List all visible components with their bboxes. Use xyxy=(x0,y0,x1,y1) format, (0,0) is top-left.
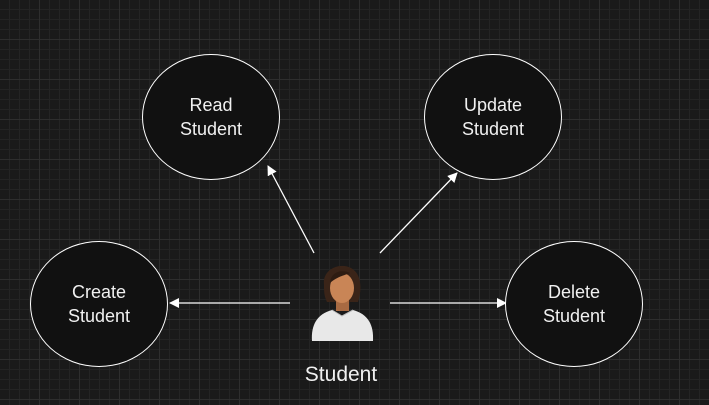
node-label-line: Update xyxy=(463,95,523,115)
node-label-line: Delete xyxy=(547,282,601,302)
person-avatar-icon[interactable] xyxy=(306,263,378,343)
actor-label: Student xyxy=(304,363,378,386)
node-label-line: Read xyxy=(189,95,233,115)
edge-actor-to-update xyxy=(379,172,458,254)
node-label: Delete Student xyxy=(543,280,605,328)
node-read-student[interactable]: Read Student xyxy=(142,54,280,180)
node-label-line: Student xyxy=(461,119,525,139)
node-update-student[interactable]: Update Student xyxy=(424,54,562,180)
node-label-line: Student xyxy=(542,306,606,326)
node-label: Update Student xyxy=(462,93,524,141)
node-label-line: Create xyxy=(71,282,127,302)
node-label: Read Student xyxy=(180,93,242,141)
node-create-student[interactable]: Create Student xyxy=(30,241,168,367)
node-delete-student[interactable]: Delete Student xyxy=(505,241,643,367)
node-label-line: Student xyxy=(179,119,243,139)
edge-actor-to-read xyxy=(267,165,315,254)
node-label-line: Student xyxy=(67,306,131,326)
node-label: Create Student xyxy=(68,280,130,328)
